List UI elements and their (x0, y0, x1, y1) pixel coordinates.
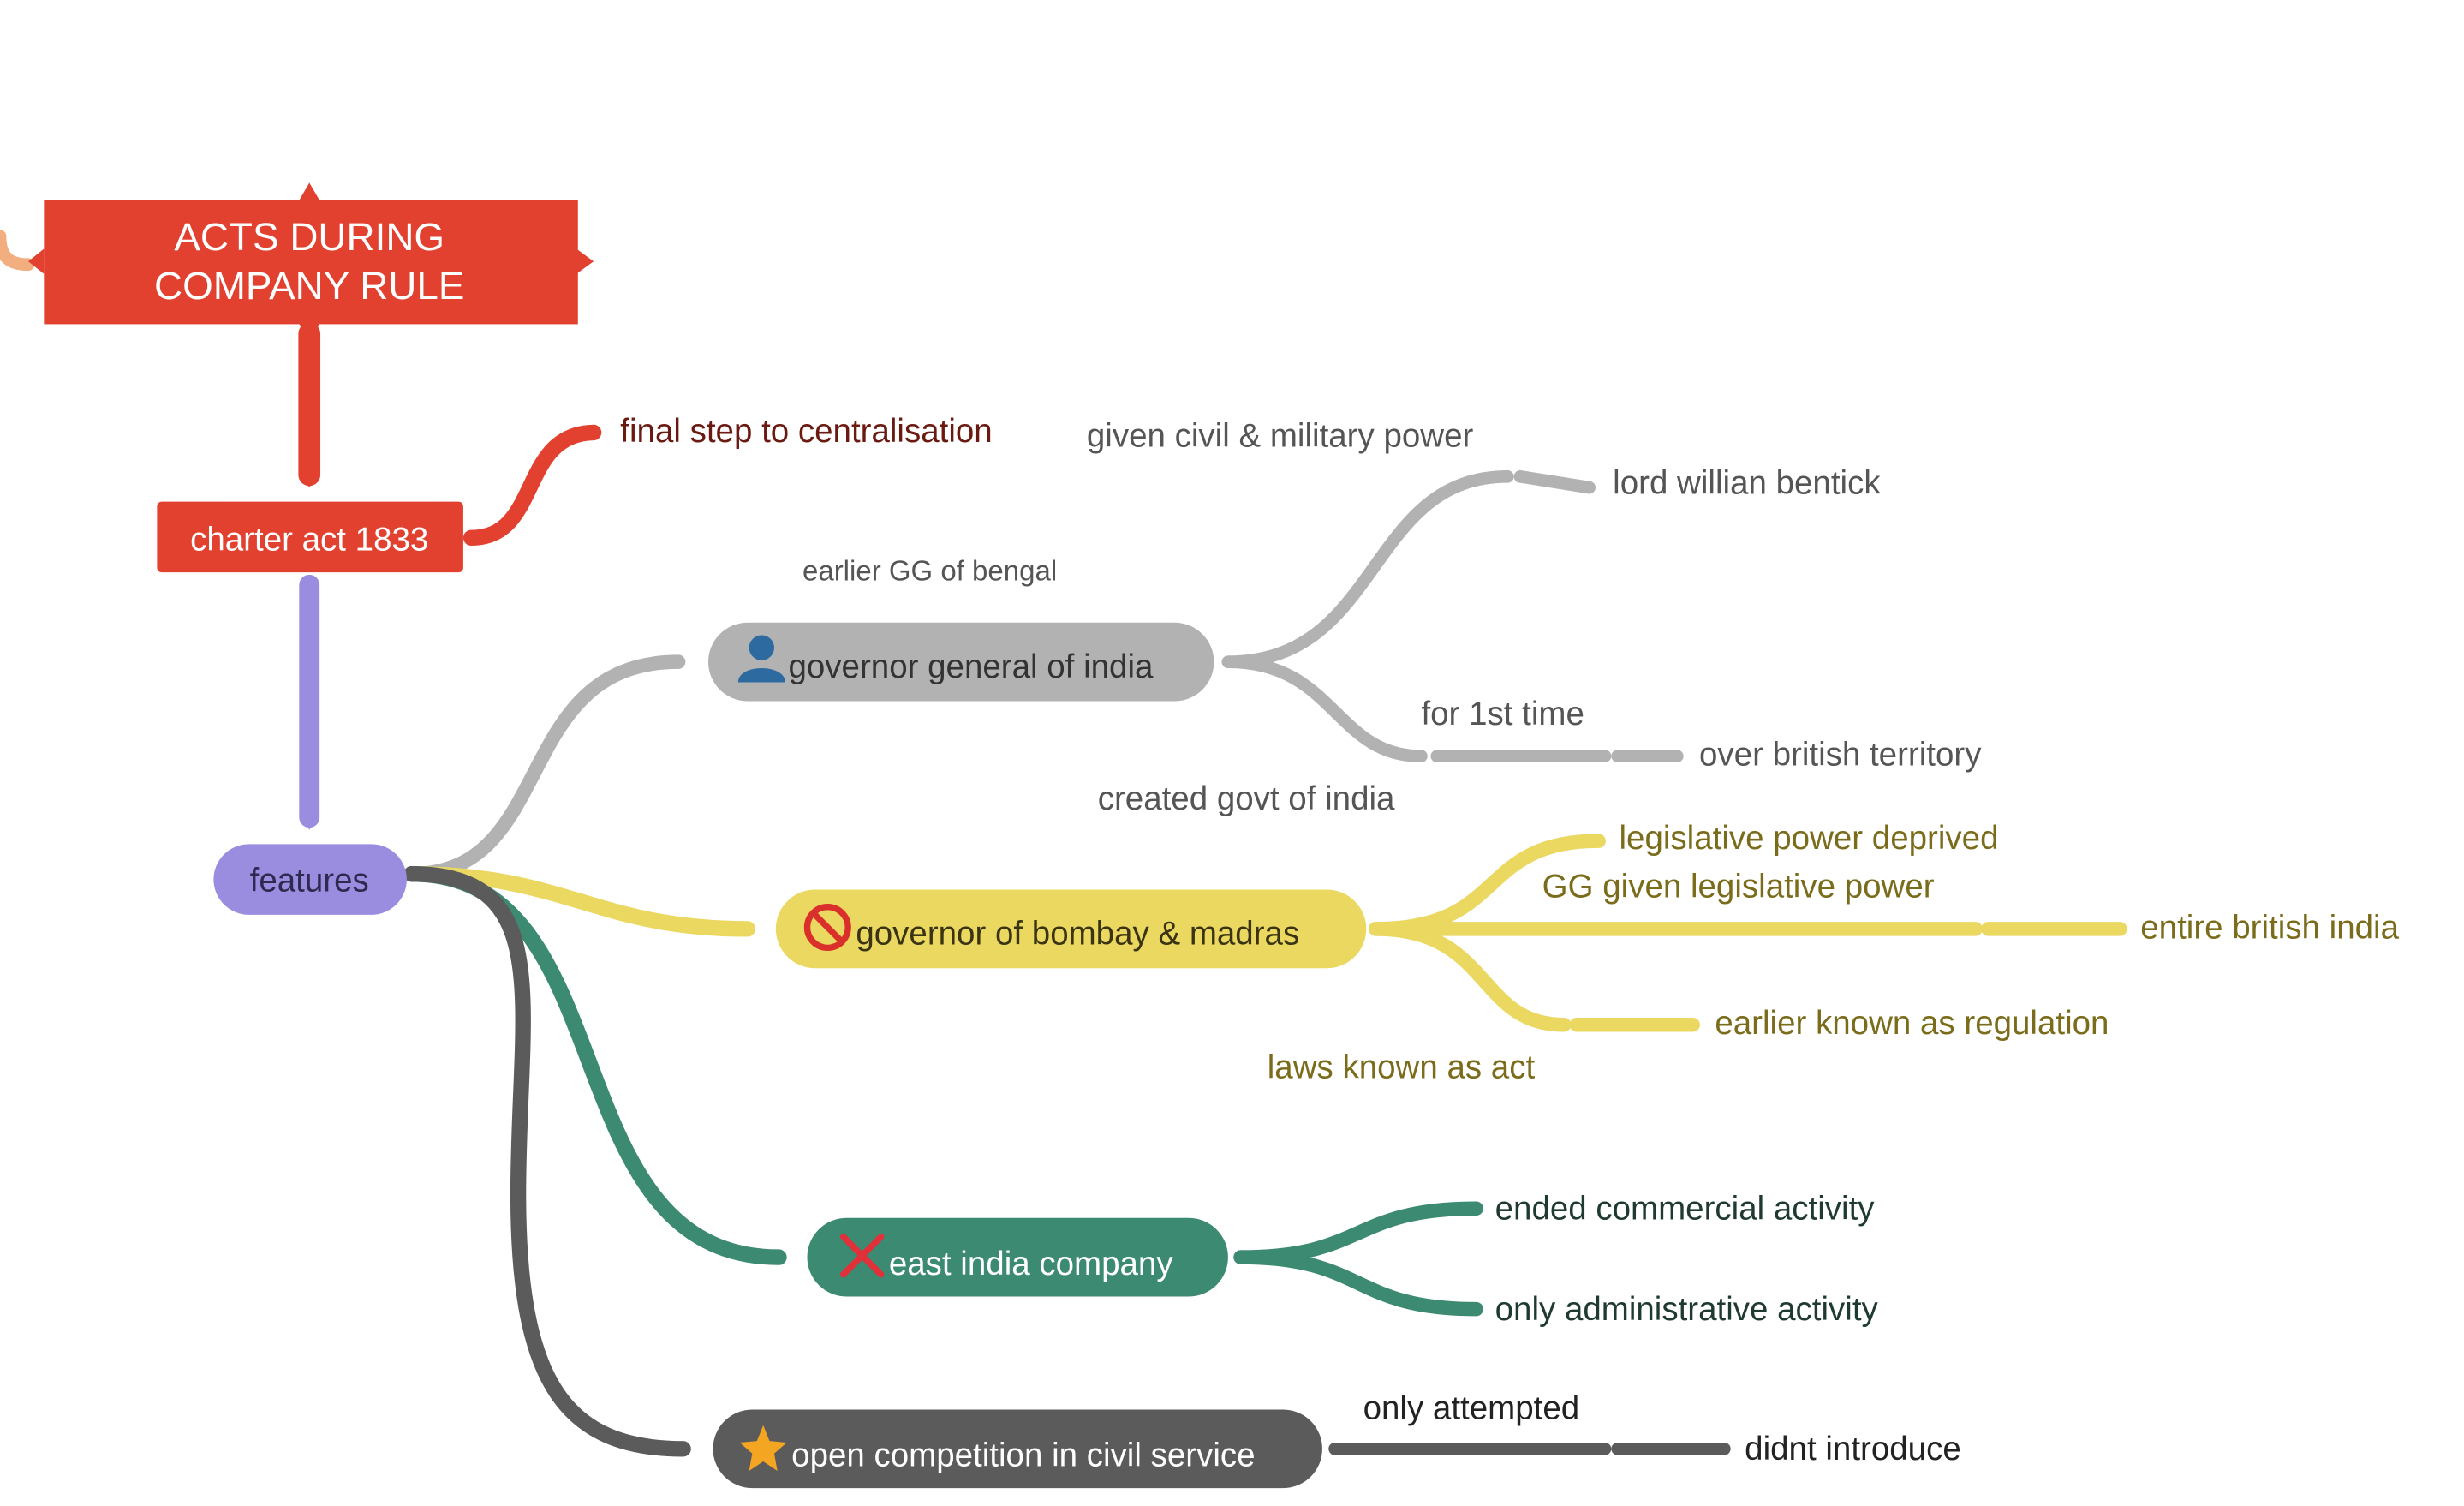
edge-gg-bentick (1221, 469, 1514, 668)
bm-deprived[interactable]: legislative power deprived (1619, 820, 1998, 857)
title-notch-top (298, 182, 321, 202)
features-box (213, 844, 407, 915)
title-line-1: ACTS DURING (174, 215, 444, 259)
bm-ggpower-label: GG given legislative power (1542, 869, 1935, 905)
title-node[interactable]: ACTS DURING COMPANY RULE (28, 182, 594, 340)
gg-govt-label: created govt of india (1098, 780, 1395, 817)
eic-node[interactable]: east india company (807, 1217, 1228, 1297)
gg-label: governor general of india (788, 648, 1154, 685)
eic-ended[interactable]: ended commercial activity (1495, 1191, 1876, 1228)
charter-node[interactable]: charter act 1833 (157, 501, 463, 573)
edge-features-gg (404, 654, 686, 881)
bm-regulation[interactable]: earlier known as regulation (1715, 1005, 2109, 1042)
civil-node[interactable]: open competition in civil service (713, 1409, 1322, 1489)
features-node[interactable]: features (213, 844, 407, 915)
civil-label: open competition in civil service (791, 1437, 1255, 1473)
cross-mark-icon (840, 1234, 885, 1278)
centralisation-label[interactable]: final step to centralisation (620, 413, 992, 450)
star-icon (739, 1425, 787, 1471)
gg-first-label: for 1st time (1421, 696, 1584, 732)
title-notch-right (576, 248, 594, 274)
title-line-2: COMPANY RULE (154, 264, 464, 308)
edge-bentick-tip (1513, 469, 1596, 494)
title-box (44, 200, 578, 325)
edge-bm-act (1369, 922, 1572, 1032)
bm-box (775, 889, 1367, 969)
eic-box (807, 1217, 1228, 1297)
gg-bentick[interactable]: lord willian bentick (1613, 464, 1881, 501)
prohibited-icon (803, 904, 851, 952)
features-label: features (250, 862, 369, 899)
bm-act-label: laws known as act (1268, 1049, 1536, 1086)
bm-label: governor of bombay & madras (856, 916, 1299, 953)
charter-box (157, 501, 463, 573)
person-icon (737, 635, 785, 683)
connectors (0, 230, 2127, 1457)
bm-node[interactable]: governor of bombay & madras (775, 889, 1367, 969)
edge-charter-centralisation (462, 424, 602, 546)
edge-features-civil (403, 866, 691, 1457)
gg-power-label: given civil & military power (1087, 417, 1474, 454)
civil-box (713, 1409, 1322, 1489)
edge-gg-firsttime (1221, 655, 1428, 763)
charter-label: charter act 1833 (190, 521, 428, 558)
gg-node[interactable]: governor general of india (707, 622, 1214, 702)
bm-entire[interactable]: entire british india (2140, 909, 2399, 946)
civil-attempted-label: only attempted (1363, 1389, 1580, 1426)
gg-box (707, 622, 1214, 702)
edge-charter-features-arrow (300, 810, 319, 830)
edge-eic-ended (1233, 1201, 1483, 1264)
gg-earlier-label: earlier GG of bengal (802, 554, 1057, 586)
edge-title-charter-arrow (298, 469, 321, 488)
edge-peach-offscreen (0, 230, 35, 272)
civil-introduce[interactable]: didnt introduce (1745, 1431, 1961, 1467)
eic-admin[interactable]: only administrative activity (1495, 1291, 1879, 1328)
title-notch-bottom (298, 322, 321, 340)
gg-territory[interactable]: over british territory (1699, 737, 1982, 774)
title-notch-left (28, 248, 45, 274)
eic-label: east india company (889, 1246, 1173, 1282)
edge-eic-admin (1233, 1250, 1483, 1317)
